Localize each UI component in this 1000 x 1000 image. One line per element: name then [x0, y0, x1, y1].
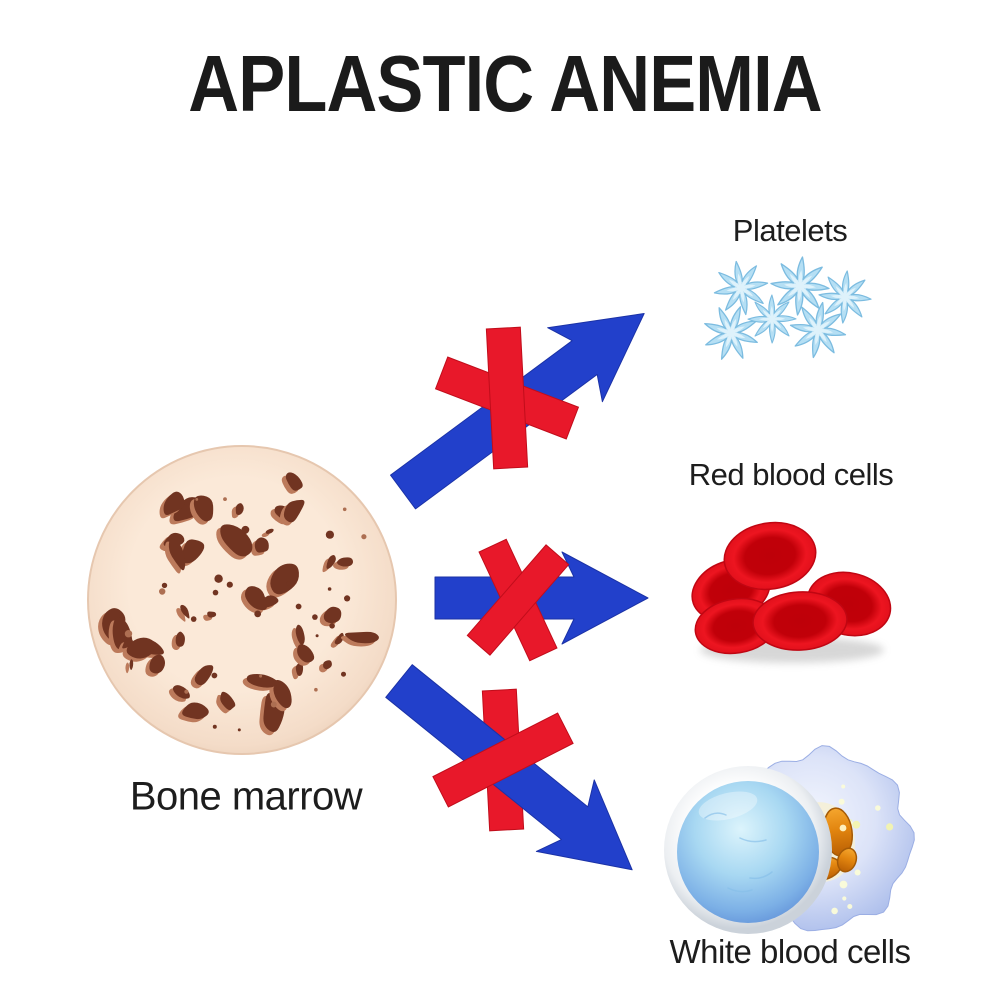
red-x-icon [434, 326, 580, 470]
platelets-icon [704, 256, 872, 360]
blocked-arrow-down-right [385, 664, 633, 871]
bone-marrow-icon [87, 445, 397, 755]
white-blood-cells-label: White blood cells [669, 933, 911, 970]
blocked-arrow-right [434, 538, 649, 662]
bone-marrow-label: Bone marrow [129, 774, 363, 819]
diagram-title: APLASTIC ANEMIA [188, 39, 822, 128]
red-blood-cells-label: Red blood cells [688, 457, 894, 492]
white-blood-cells-icon [664, 745, 915, 934]
platelets-label: Platelets [732, 213, 848, 248]
arrow-icon [434, 551, 649, 645]
arrow-icon [385, 664, 633, 871]
red-blood-cells-icon [691, 521, 892, 663]
blocked-arrow-up-right [390, 313, 645, 510]
red-x-icon [432, 712, 574, 808]
red-x-icon [466, 538, 570, 662]
